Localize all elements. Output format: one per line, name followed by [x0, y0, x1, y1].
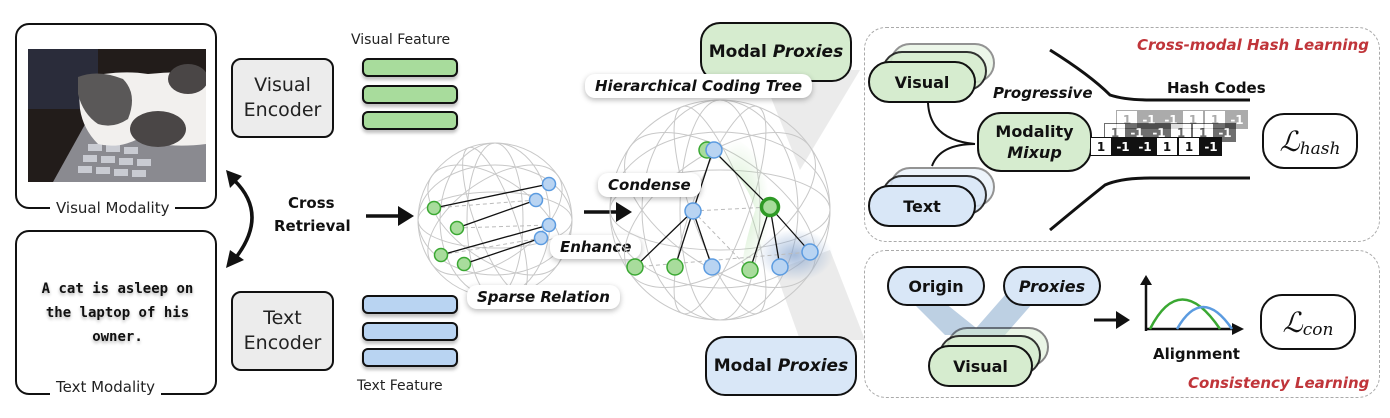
green-node [449, 220, 465, 236]
sparse-relation-sphere [417, 142, 573, 298]
hash-code-cell: 1 [1178, 137, 1200, 156]
modal-proxies-bottom-word: Modal [713, 356, 772, 376]
blue-node [705, 141, 723, 159]
green-root-node [759, 196, 781, 218]
blue-distribution-curve [1175, 305, 1234, 330]
alignment-plot-icon [1140, 275, 1244, 335]
visual-encoder-line1: Visual [254, 74, 311, 96]
hash-loss-subscript: hash [1299, 139, 1341, 159]
consistency-panel [864, 250, 1380, 398]
green-node [456, 256, 472, 272]
cat-photo [28, 49, 206, 182]
text-feature-bar [362, 348, 458, 367]
hash-code-cell: -1 [1112, 137, 1134, 156]
hash-code-cell: 1 [1156, 137, 1178, 156]
text-encoder-line1: Text [263, 307, 302, 329]
modality-mixup-line2: Mixup [1007, 143, 1062, 162]
cross-retrieval-label-1: Cross [288, 194, 335, 212]
proxies-pill: Proxies [1003, 266, 1101, 306]
visual-feature-bar [362, 111, 458, 130]
cross-retrieval-label-2: Retrieval [274, 217, 351, 235]
consistency-loss-symbol: ℒ [1282, 305, 1303, 339]
modal-proxies-bottom: Modal Proxies [705, 336, 857, 396]
cross-modal-hash-panel [864, 27, 1380, 242]
hash-code-cell: -1 [1200, 137, 1222, 156]
green-node [426, 200, 442, 216]
hash-code-cell: -1 [1134, 137, 1156, 156]
text-modality-sentence: A cat is asleep on the laptop of his own… [41, 281, 194, 345]
green-distribution-curve [1148, 298, 1222, 330]
text-feature-bar [362, 295, 458, 314]
blue-node [533, 230, 549, 246]
blue-node [801, 243, 819, 261]
modal-proxies-top: Modal Proxies [700, 22, 852, 82]
visual-feature-bar [362, 58, 458, 77]
visual-modality-caption: Visual Modality [50, 199, 176, 217]
mixup-connectors [927, 48, 1250, 232]
progressive-label: Progressive [993, 84, 1093, 102]
visual-pill: Visual [868, 61, 976, 103]
hierarchical-coding-tree-sphere [609, 99, 833, 321]
green-node [626, 258, 644, 276]
modal-proxies-bottom-italic: Proxies [777, 356, 849, 376]
blue-node [771, 258, 789, 276]
text-modality-caption: Text Modality [50, 378, 162, 396]
blue-node [528, 192, 544, 208]
blue-node [703, 258, 721, 276]
blue-node [684, 202, 702, 220]
visual-encoder-line2: Encoder [243, 99, 322, 121]
hash-loss-symbol: ℒ [1279, 124, 1300, 158]
text-pill: Text [868, 185, 976, 227]
consistency-visual-pill: Visual [928, 345, 1033, 387]
text-encoder-line2: Encoder [243, 332, 322, 354]
enhance-tag: Enhance [550, 235, 642, 259]
modal-proxies-top-italic: Proxies [772, 42, 844, 62]
hash-codes-label: Hash Codes [1167, 79, 1266, 97]
modality-mixup: Modality Mixup [977, 112, 1092, 172]
blue-node [541, 217, 557, 233]
cross-retrieval-arrow [226, 170, 254, 268]
green-node [666, 258, 684, 276]
modality-mixup-line1: Modality [995, 122, 1074, 141]
condense-tag: Condense [598, 173, 701, 197]
modal-proxies-top-word: Modal [708, 42, 767, 62]
cross-modal-hash-title: Cross-modal Hash Learning [1137, 36, 1369, 54]
consistency-title: Consistency Learning [1188, 374, 1370, 392]
consistency-loss-subscript: con [1302, 320, 1334, 340]
arrow-right-icon [366, 206, 414, 226]
green-node [433, 247, 449, 263]
alignment-label: Alignment [1153, 345, 1240, 363]
arrow-right-icon [584, 202, 632, 222]
text-feature-bar [362, 322, 458, 341]
text-feature-label: Text Feature [357, 378, 443, 394]
hierarchical-coding-tree-tag: Hierarchical Coding Tree [585, 74, 813, 98]
blue-node [541, 176, 557, 192]
green-node [741, 261, 759, 279]
visual-feature-label: Visual Feature [351, 32, 451, 48]
origin-pill: Origin [887, 266, 985, 306]
arrow-right-icon [1094, 311, 1130, 329]
hash-code-cell: 1 [1090, 137, 1112, 156]
visual-feature-bar [362, 85, 458, 104]
sparse-relation-tag: Sparse Relation [467, 285, 620, 309]
